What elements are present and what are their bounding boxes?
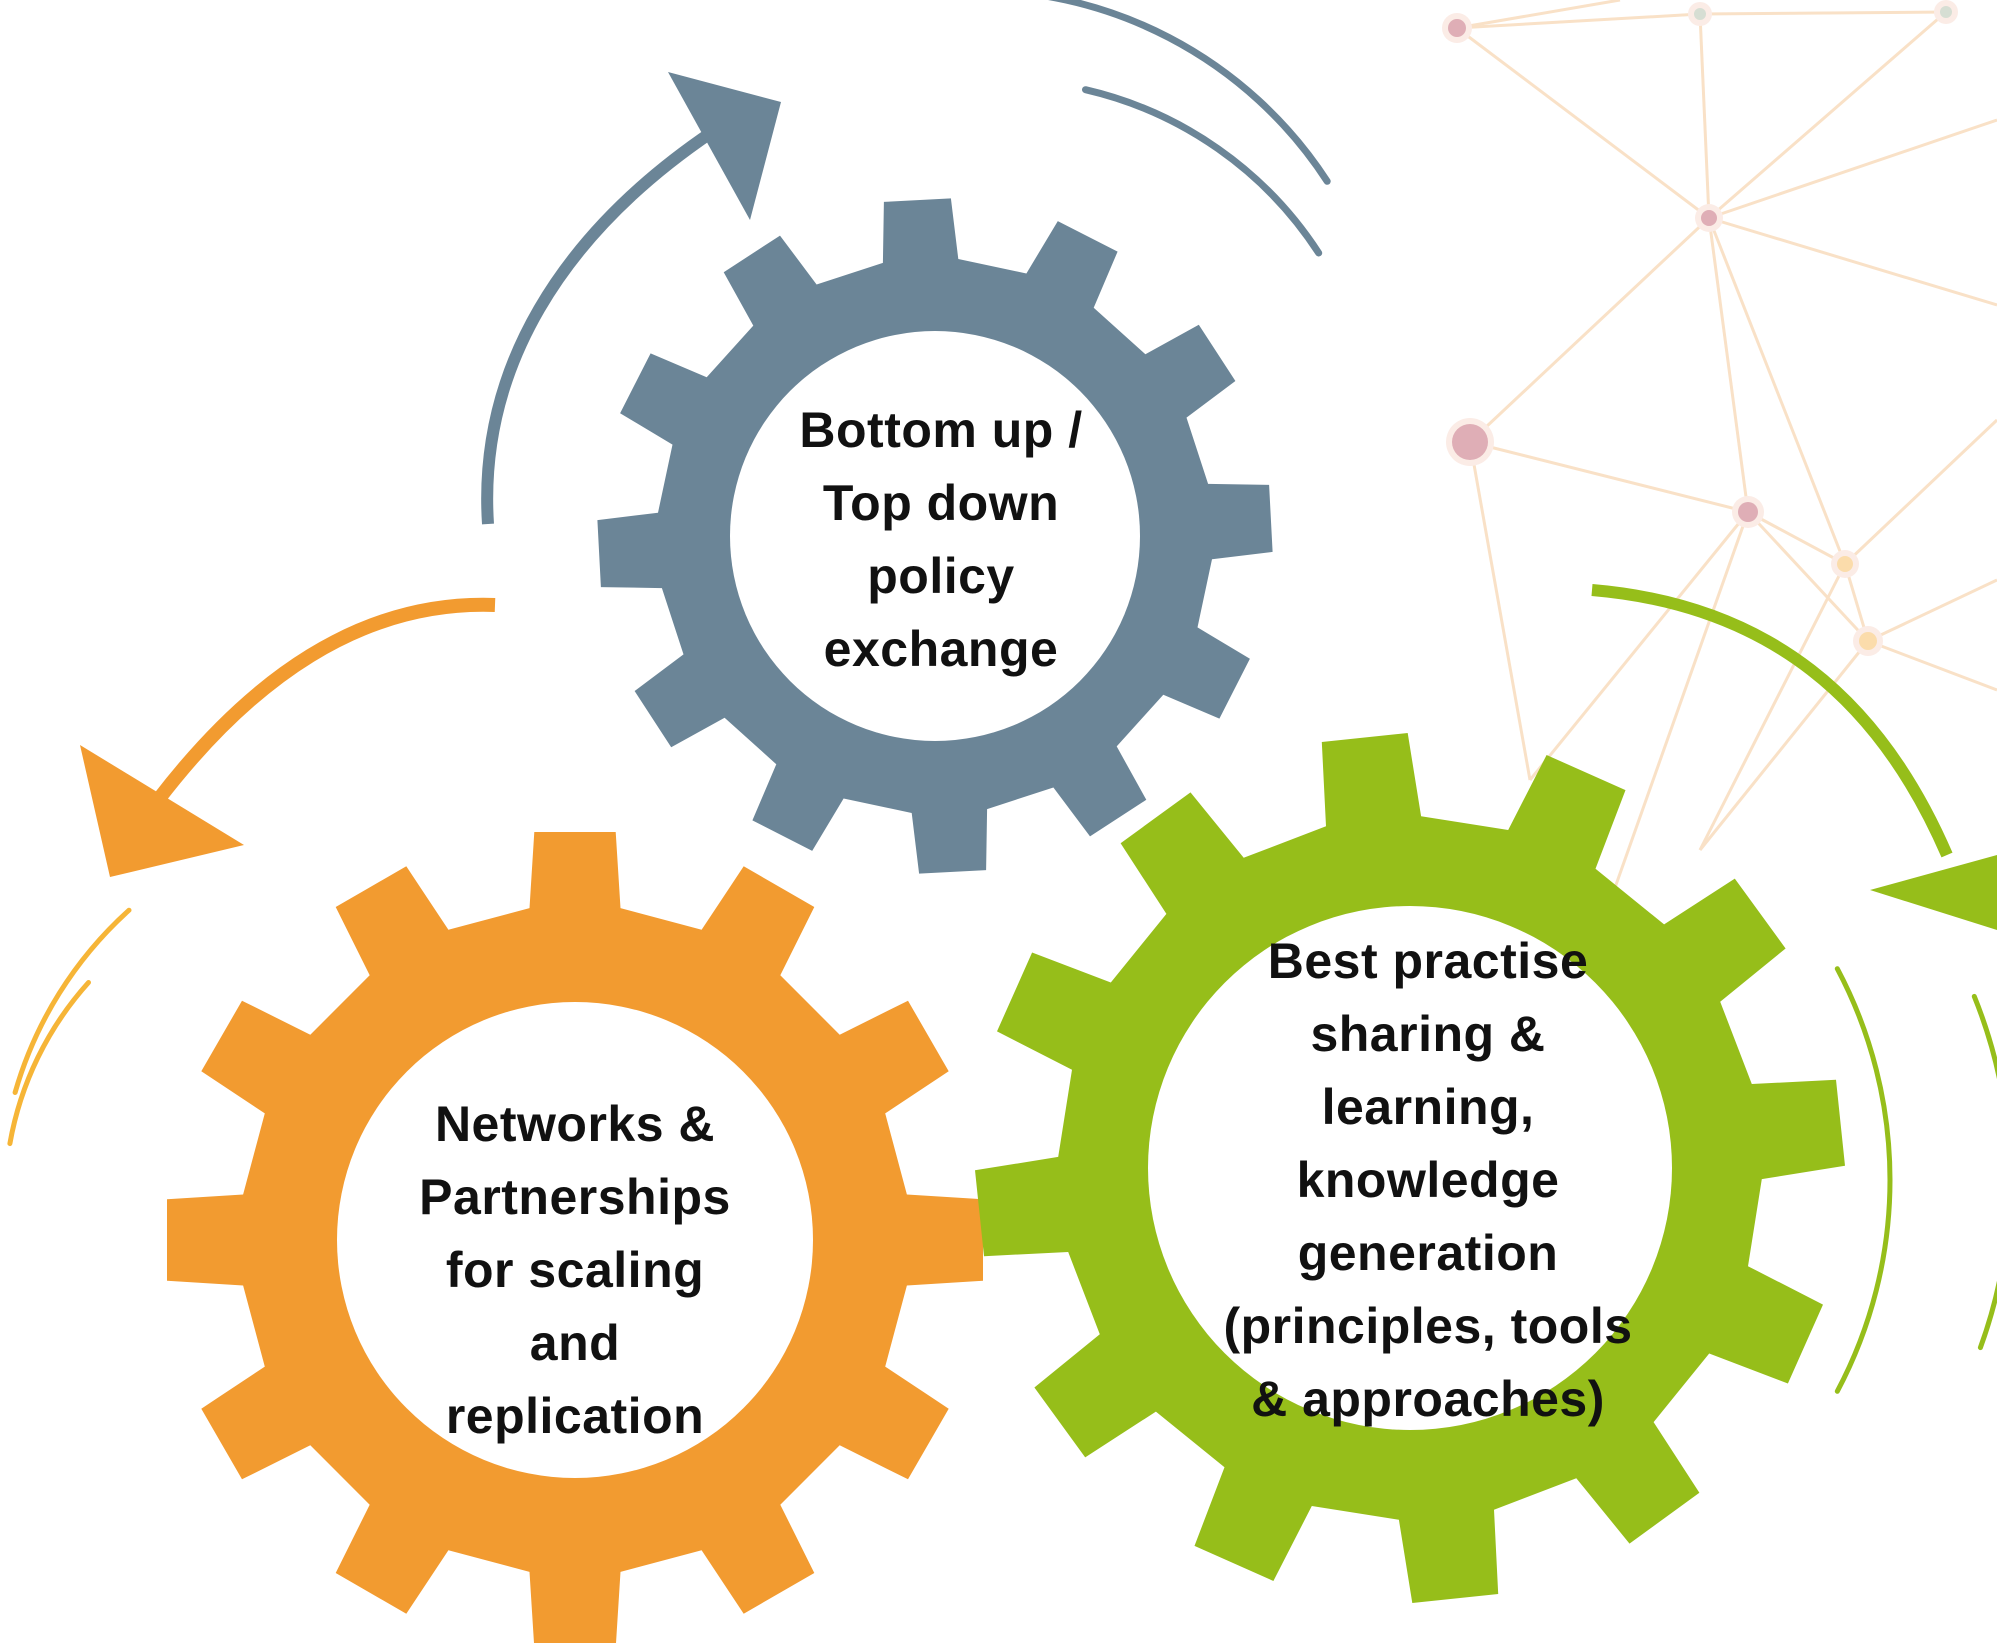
- label-line: learning,: [1321, 1078, 1535, 1135]
- network-edge: [1708, 118, 1997, 220]
- network-edge: [1707, 217, 1750, 513]
- network-edge: [1708, 216, 1997, 307]
- network-edge: [1747, 510, 1846, 566]
- arrow-head-icon: [668, 72, 781, 220]
- label-line: sharing &: [1310, 1005, 1546, 1062]
- network-node: [1940, 6, 1952, 18]
- network-edge: [1843, 418, 1997, 566]
- motion-arcs: [7, 0, 1997, 1394]
- network-edge: [1698, 563, 1847, 851]
- label-line: Partnerships: [419, 1168, 731, 1225]
- network-edge: [1746, 510, 1870, 643]
- arrow-head-icon: [1870, 855, 1997, 930]
- label-line: replication: [445, 1387, 705, 1444]
- network-node: [1448, 19, 1466, 37]
- label-line: (principles, tools: [1223, 1297, 1633, 1354]
- network-node: [1452, 424, 1488, 460]
- curved-arrow-icon: [481, 127, 716, 525]
- label-line: policy: [867, 548, 1015, 604]
- network-edge: [1867, 639, 1997, 692]
- label-line: knowledge: [1296, 1151, 1560, 1208]
- network-edge: [1456, 12, 1701, 30]
- network-edge: [1468, 216, 1711, 444]
- network-graph-icon: [1442, 0, 1997, 931]
- network-edge: [1698, 640, 1870, 851]
- network-edge: [1698, 13, 1711, 219]
- motion-arc: [1047, 0, 1331, 185]
- network-edge: [1456, 26, 1710, 220]
- motion-arc: [1971, 993, 1997, 1351]
- cycle-arrows: [80, 72, 1997, 930]
- network-node: [1837, 556, 1853, 572]
- gear-hole: [1148, 906, 1672, 1430]
- gear-label-best-practise: Best practise sharing & learning, knowle…: [1198, 920, 1658, 1440]
- network-node: [1701, 210, 1717, 226]
- arrow-head-icon: [80, 745, 244, 877]
- gear-best-practise: [975, 733, 1845, 1603]
- network-edge: [1468, 441, 1532, 781]
- motion-arc: [1082, 86, 1323, 257]
- curved-arrow-icon: [1591, 584, 1953, 858]
- network-edge: [1456, 0, 1621, 30]
- network-node: [1859, 632, 1877, 650]
- curved-arrow-icon: [152, 597, 496, 805]
- motion-arc: [12, 907, 132, 1095]
- label-line: Top down: [822, 475, 1060, 531]
- label-line: Networks &: [434, 1095, 716, 1152]
- motion-arc: [1834, 966, 1893, 1394]
- network-edge: [1867, 578, 1997, 643]
- gear-networks-partnerships: [167, 832, 983, 1648]
- gear-label-policy-exchange: Bottom up / Top down policy exchange: [741, 375, 1141, 705]
- network-edge: [1598, 511, 1750, 931]
- gear-policy-exchange: [597, 198, 1273, 874]
- label-line: Bottom up /: [799, 402, 1083, 458]
- motion-arc: [7, 980, 91, 1147]
- label-line: & approaches): [1251, 1370, 1605, 1427]
- label-line: exchange: [823, 621, 1059, 677]
- label-line: for scaling: [445, 1241, 705, 1298]
- network-node: [1738, 502, 1758, 522]
- label-line: Best practise: [1267, 932, 1589, 989]
- label-line: and: [529, 1314, 621, 1371]
- gear-label-networks-partnerships: Networks & Partnerships for scaling and …: [365, 1070, 785, 1470]
- gear-hole: [730, 331, 1140, 741]
- label-line: generation: [1297, 1224, 1559, 1281]
- network-edge: [1528, 511, 1750, 781]
- network-edge: [1707, 217, 1847, 565]
- network-edge: [1469, 440, 1749, 514]
- network-edge: [1699, 10, 1947, 16]
- network-node: [1694, 8, 1706, 20]
- gears: [167, 198, 1845, 1648]
- gear-hole: [337, 1002, 813, 1478]
- network-edge: [1708, 10, 1947, 220]
